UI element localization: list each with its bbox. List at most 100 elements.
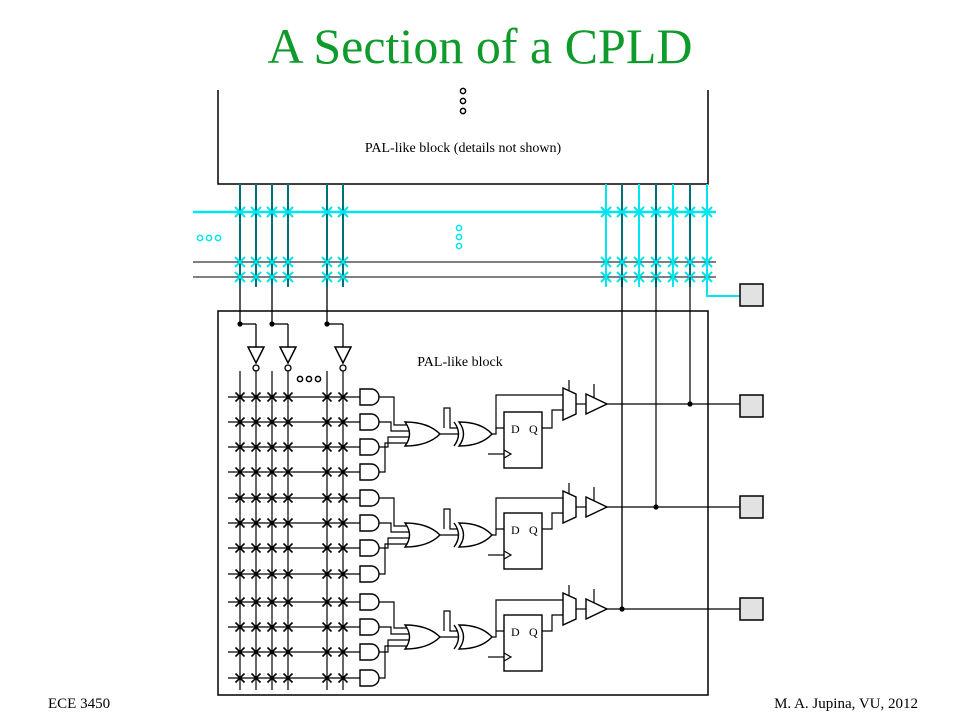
programmable-switch — [282, 416, 294, 428]
io-pads — [739, 283, 764, 621]
and-gate-icon — [359, 669, 380, 687]
programmable-switch — [234, 672, 246, 684]
junction-dot — [237, 321, 243, 327]
programmable-switch — [234, 568, 246, 580]
product-term-wire — [379, 442, 410, 473]
clock-input-icon — [503, 550, 513, 560]
programmable-switch — [266, 596, 278, 608]
programmable-switch — [266, 441, 278, 453]
programmable-switch — [337, 206, 349, 218]
and-gate-icon — [359, 463, 380, 481]
programmable-switch — [337, 646, 349, 658]
and-gate-icon — [359, 388, 380, 406]
programmable-switch — [282, 271, 294, 283]
bypass-wire — [495, 394, 563, 428]
programmable-switch — [684, 206, 696, 218]
programmable-switch — [266, 542, 278, 554]
programmable-switch — [282, 646, 294, 658]
io-pad-4[interactable] — [739, 597, 764, 621]
product-term-wire — [379, 436, 410, 448]
interconnect-dots-left — [196, 234, 222, 242]
mux-icon — [562, 591, 577, 627]
programmable-switch — [321, 646, 333, 658]
programmable-switch — [266, 517, 278, 529]
slide-title: A Section of a CPLD — [267, 18, 693, 74]
or-gate-icon — [403, 624, 441, 650]
and-gate-icon — [359, 438, 380, 456]
programmable-switch — [337, 517, 349, 529]
programmable-switch — [266, 568, 278, 580]
product-term-wire — [379, 497, 410, 527]
io-pad-2[interactable] — [739, 394, 764, 418]
io-pad-3[interactable] — [739, 495, 764, 519]
programmable-switch — [266, 646, 278, 658]
programmable-switch — [321, 441, 333, 453]
programmable-switch — [234, 621, 246, 633]
ff-output-wire — [542, 614, 563, 632]
programmable-switch — [337, 542, 349, 554]
and-gate-icon — [359, 643, 380, 661]
programmable-switch — [282, 466, 294, 478]
footer-course: ECE 3450 — [48, 696, 111, 712]
programmable-switch — [250, 391, 262, 403]
programmable-switch — [337, 271, 349, 283]
programmable-switch — [321, 466, 333, 478]
programmable-switch — [266, 672, 278, 684]
programmable-switch — [667, 271, 679, 283]
upper-block-dots — [459, 87, 467, 115]
programmable-switch — [337, 568, 349, 580]
programmable-switch — [684, 256, 696, 268]
programmable-switch — [250, 441, 262, 453]
flip-flop-d-label: D — [511, 422, 520, 436]
programmable-switch — [282, 542, 294, 554]
bypass-wire — [495, 497, 563, 529]
programmable-switch — [282, 672, 294, 684]
programmable-switch — [234, 596, 246, 608]
and-gate-icon — [359, 489, 380, 507]
flip-flop-q-label: Q — [529, 523, 538, 537]
programmable-switch — [282, 206, 294, 218]
or-gate-icon — [403, 522, 441, 548]
programmable-switch — [250, 542, 262, 554]
programmable-switch — [250, 416, 262, 428]
product-term-wire — [379, 396, 410, 426]
and-gate-icon — [359, 618, 380, 636]
io-pad-1[interactable] — [739, 283, 764, 307]
inverter-bubble — [252, 364, 260, 372]
programmable-switch — [600, 206, 612, 218]
and-gate-icon — [359, 565, 380, 583]
programmable-switch — [250, 271, 262, 283]
bypass-wire — [495, 599, 563, 631]
programmable-switch — [250, 621, 262, 633]
ff-output-wire — [542, 512, 563, 530]
programmable-switch — [600, 271, 612, 283]
programmable-switch — [250, 517, 262, 529]
xor-select-wire — [443, 407, 458, 429]
programmable-switch — [667, 206, 679, 218]
product-term-wire — [379, 626, 410, 635]
clock-input-icon — [503, 449, 513, 459]
ff-input-wire — [492, 630, 504, 638]
programmable-switch — [234, 271, 246, 283]
lower-pal-block — [217, 310, 709, 696]
programmable-switch — [600, 256, 612, 268]
ff-input-wire — [492, 528, 504, 536]
inverter-icon — [333, 346, 353, 365]
xor-gate-arc — [453, 624, 460, 650]
inverter-icon — [278, 346, 298, 365]
programmable-switch — [234, 416, 246, 428]
and-gate-icon — [359, 514, 380, 532]
programmable-switch — [282, 441, 294, 453]
programmable-switch — [337, 391, 349, 403]
programmable-switch — [321, 256, 333, 268]
junction-dot — [269, 321, 275, 327]
programmable-switch — [250, 492, 262, 504]
xor-select-wire — [443, 610, 458, 632]
programmable-switch — [250, 568, 262, 580]
programmable-switch — [282, 568, 294, 580]
